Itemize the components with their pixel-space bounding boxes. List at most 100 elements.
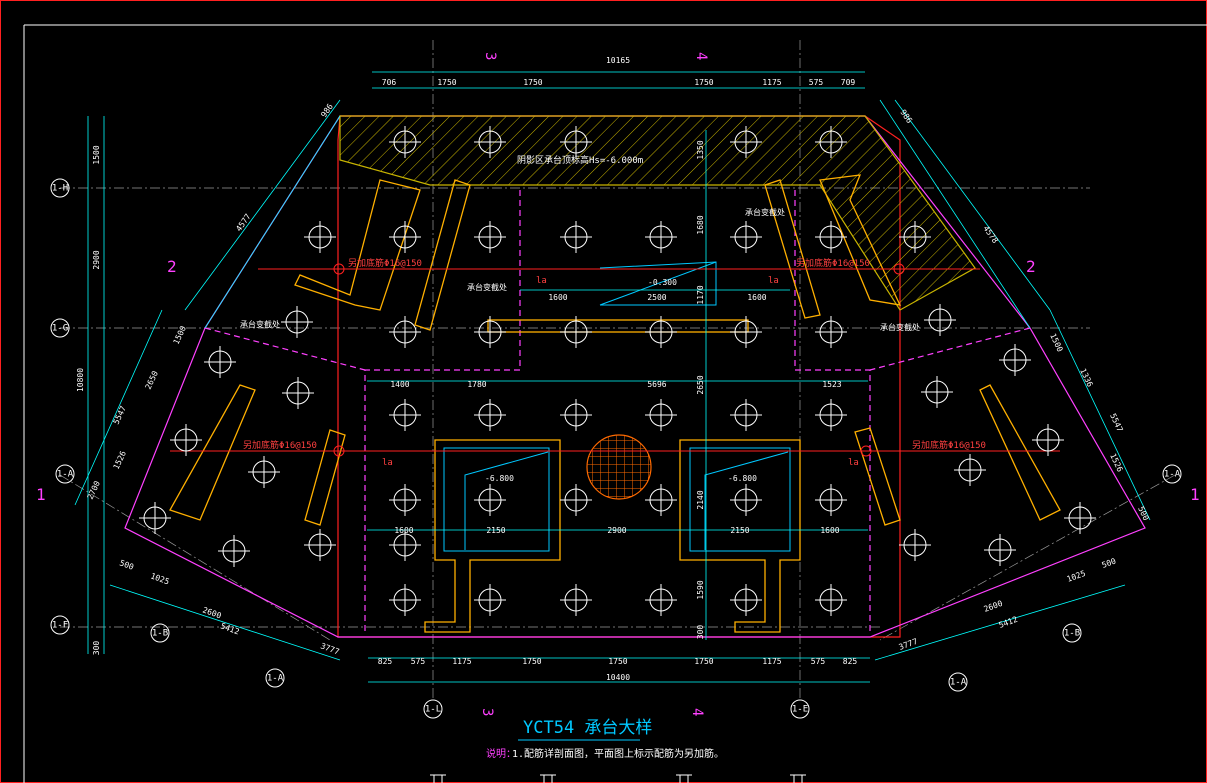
inner-dim: 1780 (467, 380, 486, 389)
rebar-lines (170, 263, 1060, 457)
axis-bubble-icon (790, 699, 810, 719)
piles-group (139, 126, 1096, 616)
pile-cross-icon (730, 484, 762, 516)
slant-dim: 1526 (112, 449, 128, 470)
left-dim: 1500 (92, 145, 101, 164)
grid-mark: 4 (689, 708, 705, 716)
pile-cross-icon (645, 399, 677, 431)
slant-dim: 5547 (1108, 412, 1124, 433)
axis-bubble-icon (50, 318, 70, 338)
bottom-dim: 1750 (608, 657, 627, 666)
bottom-dim: 825 (843, 657, 858, 666)
bend-note: 承台变截处 (467, 282, 507, 292)
elevation-marker-icon: -0.300 -6.800 -6.800 (485, 278, 757, 483)
axis-label: 1-L (425, 705, 441, 715)
inner-dim: 2500 (647, 293, 666, 302)
pile-cross-icon (170, 424, 202, 456)
axis-bubble-icon (50, 178, 70, 198)
pile-cross-icon (560, 316, 592, 348)
pile-cross-icon (730, 126, 762, 158)
inner-dim: 5696 (647, 380, 666, 389)
axis-label: 1-A (1164, 470, 1181, 480)
title-bar-stubs (430, 774, 806, 783)
axis-label: 1-B (152, 629, 168, 639)
vert-dim: 1590 (696, 580, 705, 599)
pile-cross-icon (560, 399, 592, 431)
bend-notes: 承台变截处 承台变截处 承台变截处 承台变截处 (240, 207, 920, 332)
bottom-dim: 1175 (452, 657, 471, 666)
pile-cross-icon (954, 454, 986, 486)
pile-cross-icon (474, 484, 506, 516)
pile-cross-icon (645, 316, 677, 348)
axis-bubbles (50, 178, 1182, 719)
pile-cross-icon (815, 126, 847, 158)
pile-cross-icon (560, 126, 592, 158)
top-dim: 706 (382, 78, 397, 87)
rebar-notes: 另加底筋Φ16@150 另加底筋Φ16@150 另加底筋Φ16@150 另加底筋… (243, 257, 986, 468)
grid-marks: 3 4 3 4 (479, 52, 709, 716)
dimension-lines (74, 71, 1151, 683)
bottom-dim: 825 (378, 657, 393, 666)
axis-bubble-icon (150, 623, 170, 643)
pile-cross-icon (389, 316, 421, 348)
pile-cross-icon (389, 221, 421, 253)
pile-cross-icon (389, 399, 421, 431)
pile-cross-icon (645, 484, 677, 516)
bottom-dim: 1175 (762, 657, 781, 666)
pile-cross-icon (815, 221, 847, 253)
top-dim: 1750 (523, 78, 542, 87)
slant-dim: 1025 (149, 571, 170, 586)
vert-dim: 300 (696, 625, 705, 640)
slant-dim: 2650 (144, 369, 160, 390)
axis-bubble-icon (1062, 623, 1082, 643)
slant-dim: 5412 (219, 621, 240, 636)
pile-cross-icon (474, 584, 506, 616)
grid-mark: 3 (482, 52, 498, 60)
inner-dim: 1600 (820, 526, 839, 535)
vert-dim: 1170 (696, 285, 705, 304)
la-mark: la (536, 276, 547, 286)
elevation-top-label: 阴影区承台顶标高Hs=-6.000m (517, 154, 643, 166)
inner-dim: 1600 (548, 293, 567, 302)
section-mark: 1 (1190, 485, 1200, 504)
pile-cross-icon (248, 456, 280, 488)
axis-label: 1-A (57, 470, 74, 480)
slant-dim: 4577 (234, 212, 253, 233)
vert-dim: 1350 (696, 140, 705, 159)
slant-dim: 5547 (112, 404, 128, 425)
pile-cross-icon (389, 529, 421, 561)
outer-cap-outline (124, 115, 1146, 638)
hatched-core-icon (339, 115, 976, 311)
wall-outlines (169, 174, 1061, 633)
la-mark: la (382, 458, 393, 468)
bottom-total-dim: 10400 (606, 673, 630, 682)
top-dim: 575 (809, 78, 824, 87)
footnote-text: 1.配筋详剖面图，平面图上标示配筋为另加筋。 (512, 747, 724, 760)
pile-cross-icon (389, 126, 421, 158)
axis-bubble-icon (50, 615, 70, 635)
section-mark: 1 (36, 485, 46, 504)
slant-dim: 1336 (1078, 367, 1094, 388)
axis-label: 1-G (52, 324, 68, 334)
slant-dim: 500 (1101, 556, 1118, 569)
la-mark: la (848, 458, 859, 468)
section-mark: 2 (167, 257, 177, 276)
hatched-circle-icon (586, 434, 652, 500)
pile-cross-icon (282, 377, 314, 409)
axis-label: 1-H (52, 184, 68, 194)
pile-cross-icon (730, 316, 762, 348)
pile-cross-icon (730, 584, 762, 616)
pile-cross-icon (560, 484, 592, 516)
bottom-dim: 575 (811, 657, 826, 666)
axis-bubble-icon (948, 672, 968, 692)
axis-label: 1-A (267, 674, 284, 684)
pile-cross-icon (560, 584, 592, 616)
elevation-center: -0.300 (648, 278, 677, 287)
pile-cross-icon (560, 221, 592, 253)
pile-cross-icon (474, 221, 506, 253)
axis-label: 1-A (950, 678, 967, 688)
left-dim: 2900 (92, 250, 101, 269)
pile-cross-icon (389, 584, 421, 616)
pile-cross-icon (204, 346, 236, 378)
